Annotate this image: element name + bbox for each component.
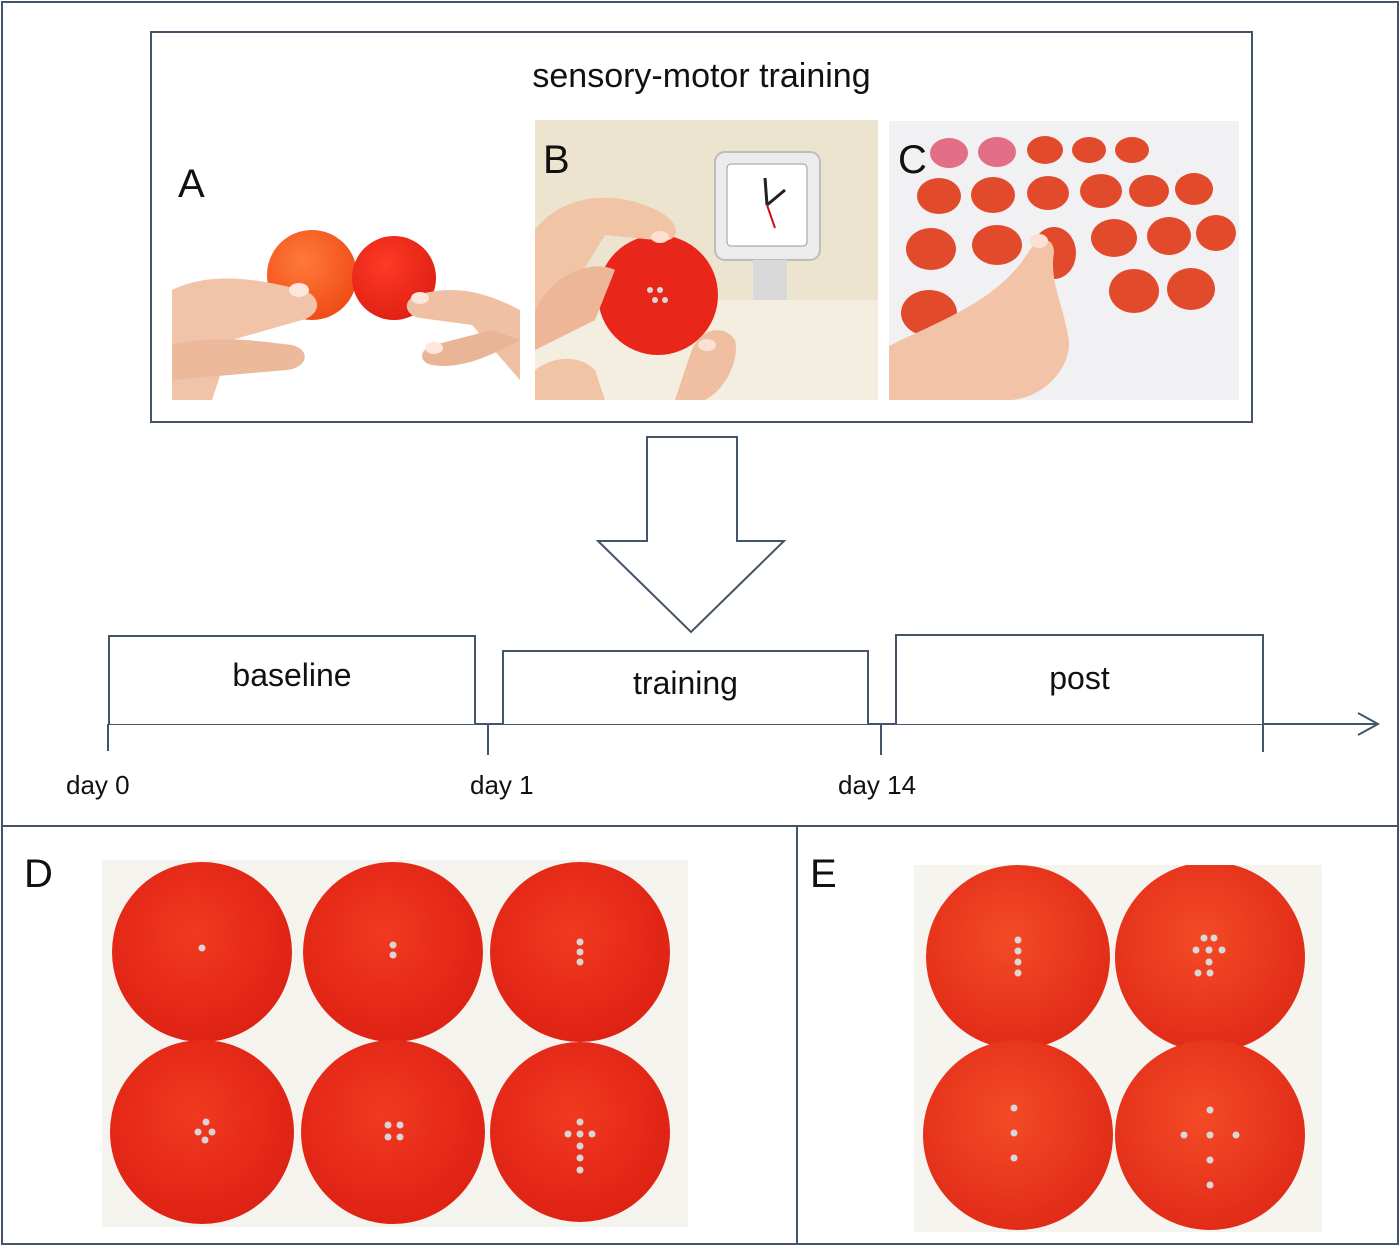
day-label-0: day 0 (66, 770, 130, 800)
panel-label-e: E (810, 852, 837, 896)
photo-a (172, 140, 520, 400)
photo-c (889, 121, 1239, 400)
phase-post: post (895, 634, 1264, 724)
panel-label-b: B (543, 138, 570, 182)
photo-e (914, 865, 1322, 1232)
clock-icon (714, 151, 821, 300)
training-box: sensory-motor training (150, 31, 1253, 423)
day-label-1: day 1 (470, 770, 534, 800)
panel-label-d: D (24, 852, 53, 896)
panel-label-c: C (898, 138, 927, 182)
day-label-14: day 14 (838, 770, 917, 800)
photo-b (535, 120, 878, 400)
phase-baseline: baseline (108, 635, 476, 724)
divider-horizontal (1, 825, 1399, 827)
divider-vertical (796, 825, 798, 1245)
photo-d (102, 860, 688, 1227)
panel-label-a: A (178, 162, 205, 206)
training-title: sensory-motor training (532, 57, 871, 95)
phase-training: training (502, 650, 869, 724)
